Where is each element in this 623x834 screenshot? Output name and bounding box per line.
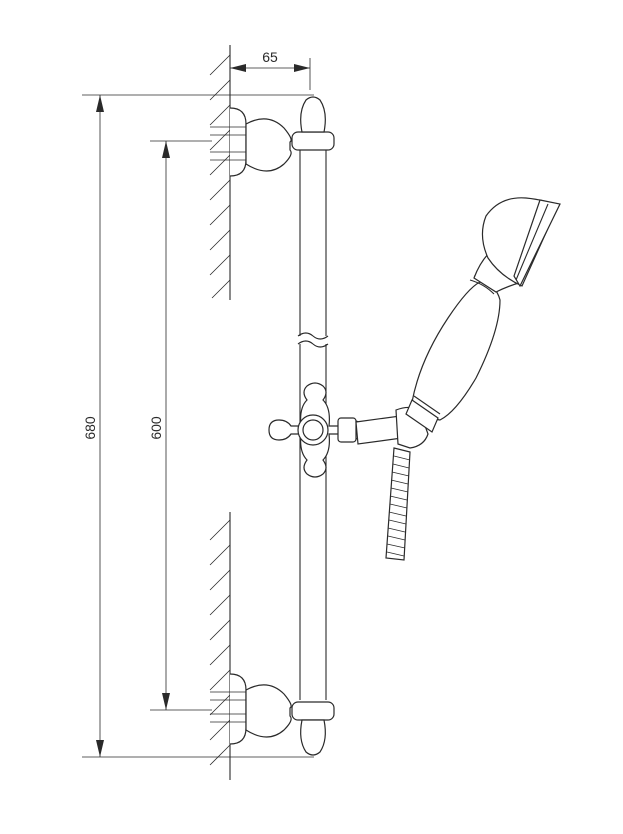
- dimension-label-width: 65: [262, 49, 278, 65]
- slider-cross-knob: [268, 382, 362, 478]
- wall-lower: [209, 512, 231, 780]
- hand-shower-holder: [355, 406, 429, 449]
- hand-shower: [405, 197, 561, 433]
- wall-upper: [209, 45, 231, 300]
- shower-hose: [385, 447, 411, 561]
- dimension-65: 65: [230, 49, 311, 90]
- dimension-label-total-height: 680: [82, 416, 98, 440]
- dimension-680: 680: [82, 94, 314, 758]
- top-wall-bracket: [210, 96, 335, 177]
- dimension-600: 600: [148, 140, 212, 711]
- slide-rail: [297, 150, 329, 700]
- bottom-wall-bracket: [210, 673, 335, 756]
- dimension-label-bracket-spacing: 600: [148, 416, 164, 440]
